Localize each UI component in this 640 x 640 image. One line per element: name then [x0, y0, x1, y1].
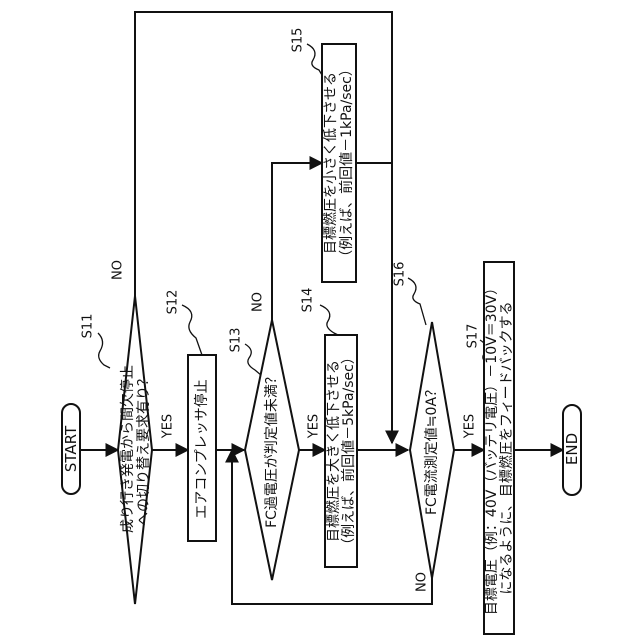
yes-label-s16: YES [463, 414, 478, 439]
decision-s13: FC過電圧が判定値未満？ [245, 320, 299, 580]
decision-s16: FC電流測定値≒0A？ [410, 322, 454, 578]
step-id-s14: S14 [301, 288, 316, 313]
end-node: END [563, 405, 581, 495]
leader-s11 [98, 333, 110, 368]
s16-text: FC電流測定値≒0A？ [424, 383, 440, 515]
s15-line-1: 目標燃圧を小さく低下させる [322, 72, 339, 254]
start-node: START [62, 404, 80, 494]
leader-s15 [307, 44, 322, 75]
s17-line-1: 目標電圧（例：40V（バッテリ電圧）－10V＝30V） [484, 281, 500, 615]
process-s12: エアコンプレッサ停止 [188, 355, 216, 541]
step-id-s11: S11 [81, 314, 96, 339]
process-s15: 目標燃圧を小さく低下させる （例えば、前回値－1kPa/sec） [322, 44, 356, 282]
step-id-s17: S17 [466, 324, 481, 349]
s14-line-2: （例えば、前回値－5kPa/sec） [340, 350, 357, 552]
process-s14: 目標燃圧を大きく低下させる （例えば、前回値－5kPa/sec） [325, 335, 357, 567]
s12-text: エアコンプレッサ停止 [193, 379, 210, 519]
leader-s14 [320, 305, 338, 335]
leader-s12 [182, 305, 202, 355]
no-label-s11: NO [111, 260, 126, 280]
s15-line-2: （例えば、前回値－1kPa/sec） [338, 62, 355, 264]
yes-label-s13: YES [307, 414, 322, 439]
yes-label-s11: YES [161, 414, 176, 439]
s14-line-1: 目標燃圧を大きく低下させる [325, 360, 342, 542]
step-id-s15: S15 [291, 28, 306, 53]
end-label: END [563, 433, 581, 465]
s13-text: FC過電圧が判定値未満？ [264, 370, 280, 528]
step-id-s16: S16 [393, 262, 408, 287]
decision-s11: 成り行き発電から間欠停止 への切り替え要求有り？ [118, 296, 152, 604]
start-label: START [62, 425, 80, 472]
step-id-s12: S12 [166, 290, 181, 315]
no-label-s16: NO [415, 572, 430, 592]
step-leaders [98, 44, 502, 381]
process-s17: 目標電圧（例：40V（バッテリ電圧）－10V＝30V） になるように、目標燃圧を… [484, 262, 515, 634]
step-id-s13: S13 [229, 328, 244, 353]
s17-line-2: になるように、目標燃圧をフィードバックする [498, 301, 515, 594]
s11-line-1: 成り行き発電から間欠停止 [119, 365, 136, 533]
leader-s16 [408, 278, 426, 325]
no-label-s13: NO [251, 292, 266, 312]
s11-line-2: への切り替え要求有り？ [136, 372, 152, 526]
